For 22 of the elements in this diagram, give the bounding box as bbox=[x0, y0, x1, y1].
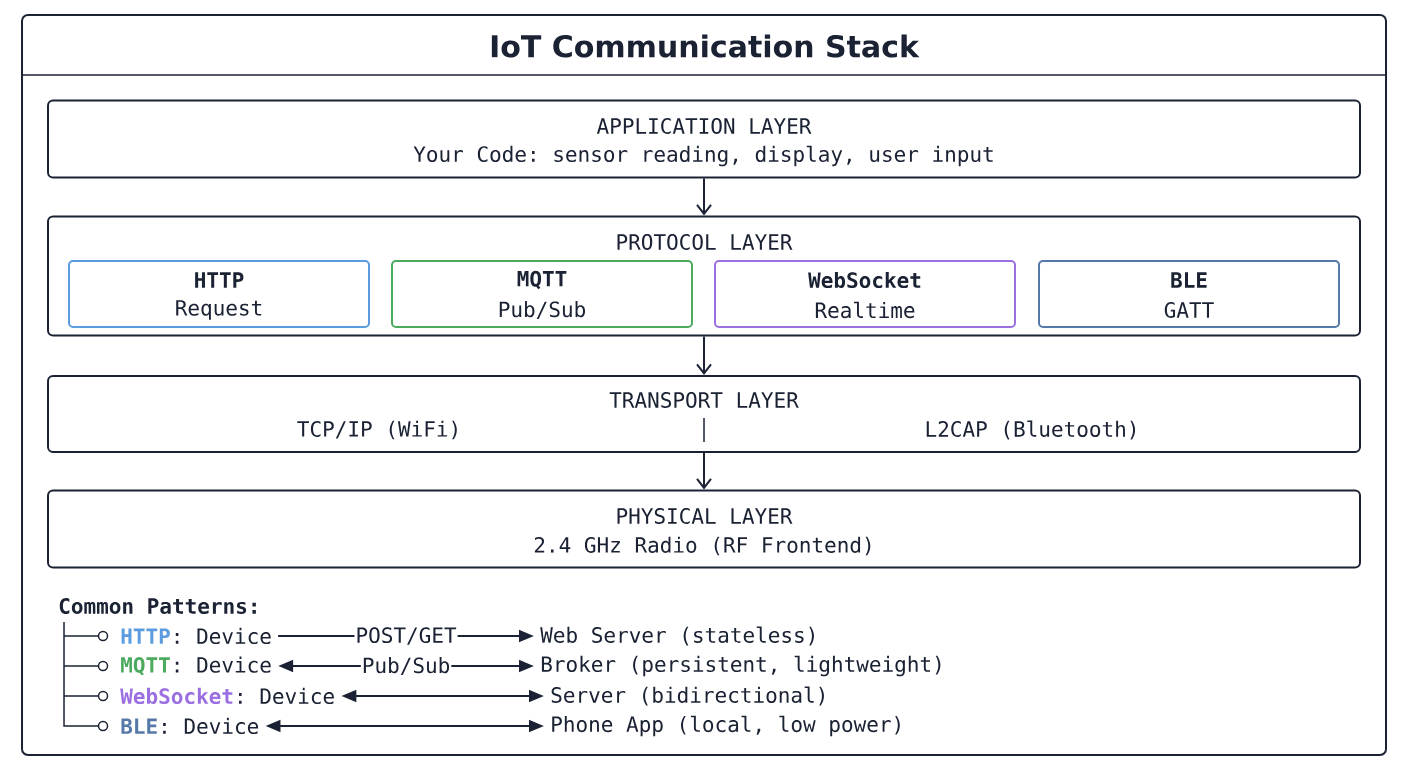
edge-label: Pub/Sub bbox=[360, 656, 452, 676]
pattern-text: BLE : Device bbox=[121, 717, 259, 735]
title: IoT Communication Stack bbox=[491, 34, 920, 58]
protocol-box: BLE GATT bbox=[1038, 260, 1340, 328]
section-heading: Common Patterns: bbox=[59, 598, 256, 614]
arrow bbox=[696, 177, 712, 216]
pattern-text: Broker (persistent, lightweight) bbox=[541, 655, 941, 677]
edge-label: POST/GET bbox=[354, 626, 458, 646]
pattern-text: MQTT : Device bbox=[121, 656, 271, 676]
pattern-text: Phone App (local, low power) bbox=[552, 715, 900, 737]
layer-box: PHYSICAL LAYER 2.4 GHz Radio (RF Frontend) bbox=[47, 489, 1361, 569]
protocol-box: WebSocket Realtime bbox=[714, 260, 1016, 328]
protocol-box: HTTP Request bbox=[68, 260, 370, 328]
pattern-text: WebSocket : Device bbox=[120, 687, 334, 705]
protocol-box: MQTT Pub/Sub bbox=[391, 260, 693, 328]
pattern-text: HTTP : Device bbox=[121, 627, 271, 645]
pattern-text: Web Server (stateless) bbox=[540, 626, 814, 646]
arrow bbox=[696, 335, 712, 375]
layer-box: APPLICATION LAYER Your Code: sensor reading, display, user input bbox=[47, 99, 1361, 179]
layer-box: TRANSPORT LAYER TCP/IP (WiFi) L2CAP (Bluetooth) bbox=[47, 375, 1361, 453]
pattern-text: Server (bidirectional) bbox=[551, 686, 824, 706]
arrow bbox=[696, 452, 712, 490]
